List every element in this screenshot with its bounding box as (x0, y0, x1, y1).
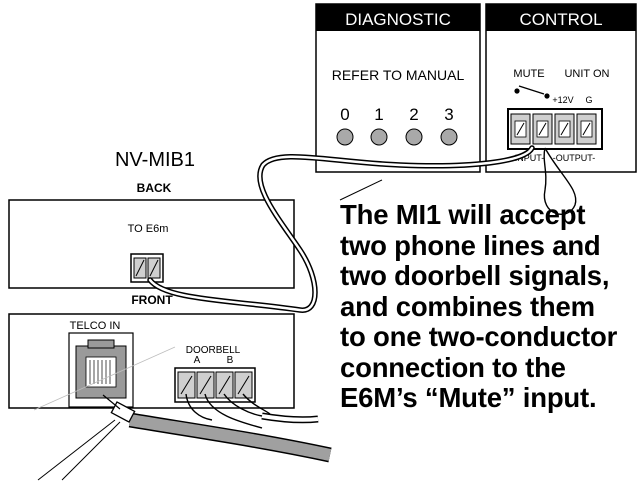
unit-on-label: UNIT ON (564, 68, 609, 80)
doorbell-a-label: A (194, 355, 201, 366)
mute-label: MUTE (513, 68, 544, 80)
control-panel: CONTROL MUTE UNIT ON +12V G -INPUT- (485, 3, 637, 173)
led-label-3: 3 (444, 105, 453, 124)
diagnostic-panel: DIAGNOSTIC REFER TO MANUAL 0 1 2 3 (315, 3, 481, 173)
mute-switch-icon (514, 85, 550, 99)
back-port-label: TO E6m (128, 223, 169, 235)
input-label: -INPUT- (512, 153, 545, 163)
doorbell-b-label: B (227, 355, 234, 366)
back-terminal-block (130, 253, 164, 283)
doorbell-label: DOORBELL (186, 345, 241, 356)
back-panel: TO E6m (8, 199, 295, 289)
led-label-1: 1 (374, 105, 383, 124)
telco-label: TELCO IN (70, 320, 121, 332)
led-3 (440, 128, 458, 146)
diagnostic-title: DIAGNOSTIC (345, 10, 451, 29)
front-panel: TELCO IN DOORBELL A B (8, 313, 295, 409)
ground-label: G (585, 95, 592, 105)
wiring (33, 145, 577, 481)
control-title: CONTROL (519, 10, 602, 29)
telco-jack (68, 332, 134, 408)
led-1 (370, 128, 388, 146)
diagnostic-subtitle: REFER TO MANUAL (332, 67, 465, 83)
front-label: FRONT (131, 293, 173, 307)
led-label-2: 2 (409, 105, 418, 124)
module-name: NV-MIB1 (115, 149, 195, 171)
doorbell-terminal-block (174, 367, 256, 403)
led-2 (405, 128, 423, 146)
led-label-0: 0 (340, 105, 349, 124)
voltage-label: +12V (552, 95, 573, 105)
led-0 (336, 128, 354, 146)
output-label: -OUTPUT- (553, 153, 596, 163)
control-terminal-block (507, 108, 603, 150)
back-label: BACK (137, 181, 172, 195)
description-text: The MI1 will accept two phone lines and … (340, 199, 618, 413)
